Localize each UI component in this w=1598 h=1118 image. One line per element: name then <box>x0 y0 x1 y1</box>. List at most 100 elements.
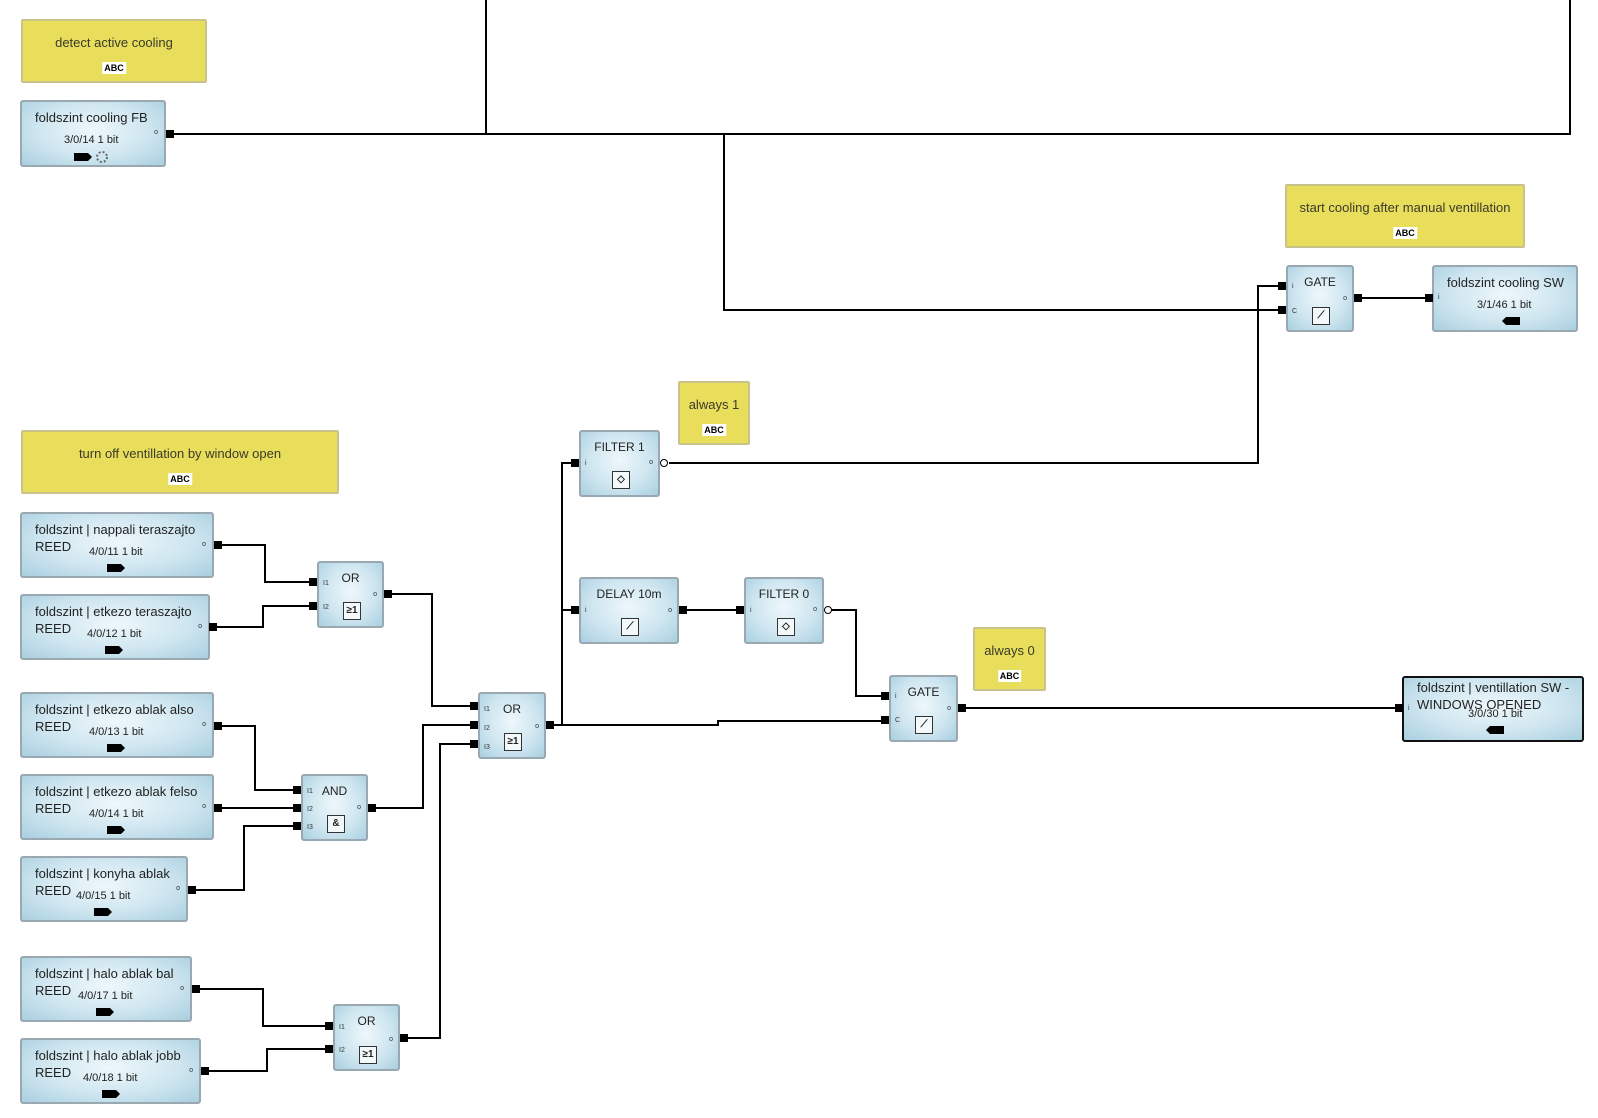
block-name: FILTER 0 <box>758 587 810 601</box>
object-subname: WINDOWS OPENED <box>1417 697 1542 712</box>
input-pin[interactable] <box>309 602 317 610</box>
inverted-output-pin[interactable] <box>660 459 668 467</box>
object-etkezo-teraszajto[interactable]: foldszint | etkezo teraszajto REED 4/0/1… <box>20 594 210 660</box>
comment-turn-off-vent[interactable]: turn off ventillation by window open ABC <box>21 430 339 494</box>
input-pin[interactable] <box>470 721 478 729</box>
output-pin[interactable] <box>201 1067 209 1075</box>
read-icon <box>105 646 123 654</box>
or-bottom-block[interactable]: OR I1 I2 o ≥1 <box>333 1004 400 1071</box>
input-pin[interactable] <box>293 786 301 794</box>
input-pin[interactable] <box>571 459 579 467</box>
object-address: 3/0/14 1 bit <box>64 134 119 146</box>
object-halo-ablak-bal[interactable]: foldszint | halo ablak bal REED 4/0/17 1… <box>20 956 192 1022</box>
or1-block[interactable]: OR I1 I2 o ≥1 <box>317 561 384 628</box>
object-cooling-sw[interactable]: foldszint cooling SW 3/1/46 1 bit i <box>1432 265 1578 332</box>
control-pin[interactable] <box>1278 306 1286 314</box>
input-pin[interactable] <box>736 606 744 614</box>
inverted-output-pin[interactable] <box>824 606 832 614</box>
input-pin[interactable] <box>470 740 478 748</box>
input-port-label: I2 <box>307 806 313 813</box>
block-name: DELAY 10m <box>596 587 662 601</box>
output-pin[interactable] <box>214 804 222 812</box>
wire-filter0-gate <box>830 609 884 697</box>
output-pin[interactable] <box>400 1034 408 1042</box>
control-port-label: C <box>1292 308 1298 315</box>
input-port-label: I2 <box>484 725 490 732</box>
object-nappali-teraszajto[interactable]: foldszint | nappali teraszajto REED 4/0/… <box>20 512 214 578</box>
wire-filter1-to-gate <box>669 285 1282 464</box>
read-icon <box>94 908 112 916</box>
object-name: foldszint | konyha ablak <box>35 866 170 881</box>
output-pin[interactable] <box>192 985 200 993</box>
object-address: 4/0/12 1 bit <box>87 628 142 640</box>
input-pin[interactable] <box>1425 294 1433 302</box>
object-name: foldszint | halo ablak jobb <box>35 1048 181 1063</box>
input-port-label: I2 <box>323 604 329 611</box>
delay-block[interactable]: DELAY 10m i o ⟋ <box>579 577 679 644</box>
write-icon <box>1486 726 1504 734</box>
output-pin[interactable] <box>166 130 174 138</box>
output-port-label: o <box>202 721 206 728</box>
output-port-label: o <box>202 541 206 548</box>
output-pin[interactable] <box>546 721 554 729</box>
object-name: foldszint cooling FB <box>35 110 148 125</box>
write-icon <box>1502 317 1520 325</box>
comment-detect-cooling[interactable]: detect active cooling ABC <box>21 19 207 83</box>
or-main-block[interactable]: OR I1 I2 I3 o ≥1 <box>478 692 546 759</box>
filter0-block[interactable]: FILTER 0 i o ◇ <box>744 577 824 644</box>
input-port-label: i <box>1408 705 1410 712</box>
object-subname: REED <box>35 719 72 734</box>
object-cooling-fb[interactable]: foldszint cooling FB 3/0/14 1 bit o <box>20 100 166 167</box>
output-port-label: o <box>202 803 206 810</box>
gate-block-mid[interactable]: GATE i C o ⟋ <box>889 675 958 742</box>
comment-text: detect active cooling <box>55 35 173 50</box>
input-pin[interactable] <box>293 822 301 830</box>
object-halo-ablak-jobb[interactable]: foldszint | halo ablak jobb REED 4/0/18 … <box>20 1038 201 1104</box>
object-etkezo-ablak-felso[interactable]: foldszint | etkezo ablak felso REED 4/0/… <box>20 774 214 840</box>
filter1-block[interactable]: FILTER 1 i o ◇ <box>579 430 660 497</box>
output-pin[interactable] <box>188 886 196 894</box>
output-pin[interactable] <box>214 722 222 730</box>
output-pin[interactable] <box>384 590 392 598</box>
output-pin[interactable] <box>1354 294 1362 302</box>
gate-icon: ⟋ <box>1312 307 1330 325</box>
input-port-label: I3 <box>484 744 490 751</box>
comment-always0[interactable]: always 0 ABC <box>973 627 1046 691</box>
comment-always1[interactable]: always 1 ABC <box>678 381 750 445</box>
input-pin[interactable] <box>571 606 579 614</box>
object-etkezo-ablak-also[interactable]: foldszint | etkezo ablak also REED 4/0/1… <box>20 692 214 758</box>
input-pin[interactable] <box>881 692 889 700</box>
object-name: foldszint | nappali teraszajto <box>35 522 196 537</box>
output-pin[interactable] <box>209 623 217 631</box>
object-subname: REED <box>35 621 72 636</box>
input-pin[interactable] <box>325 1045 333 1053</box>
input-pin[interactable] <box>293 804 301 812</box>
object-ventillation-sw[interactable]: foldszint | ventillation SW - WINDOWS OP… <box>1402 676 1584 742</box>
comment-start-cooling[interactable]: start cooling after manual ventillation … <box>1285 184 1525 248</box>
object-name: foldszint cooling SW <box>1447 275 1565 290</box>
gate-block-top[interactable]: GATE i C o ⟋ <box>1286 265 1354 332</box>
wire-also-and <box>219 725 297 791</box>
comment-text: start cooling after manual ventillation <box>1299 200 1511 215</box>
object-subname: REED <box>35 983 72 998</box>
input-pin[interactable] <box>1395 704 1403 712</box>
output-pin[interactable] <box>368 804 376 812</box>
output-pin[interactable] <box>214 541 222 549</box>
object-konyha-ablak[interactable]: foldszint | konyha ablak REED 4/0/15 1 b… <box>20 856 188 922</box>
input-pin[interactable] <box>325 1022 333 1030</box>
input-pin[interactable] <box>1278 282 1286 290</box>
output-pin[interactable] <box>679 606 687 614</box>
and-icon: & <box>327 815 345 833</box>
output-pin[interactable] <box>958 704 966 712</box>
input-port-label: I1 <box>484 706 490 713</box>
object-address: 4/0/13 1 bit <box>89 726 144 738</box>
input-pin[interactable] <box>309 578 317 586</box>
output-port-label: o <box>535 723 539 730</box>
control-pin[interactable] <box>881 716 889 724</box>
object-subname: REED <box>35 539 72 554</box>
wire-and-main <box>370 724 474 809</box>
and-block[interactable]: AND I1 I2 I3 o & <box>301 774 368 841</box>
wire-halo-jobb-or <box>206 1048 329 1072</box>
input-pin[interactable] <box>470 702 478 710</box>
input-port-label: i <box>1438 294 1440 301</box>
